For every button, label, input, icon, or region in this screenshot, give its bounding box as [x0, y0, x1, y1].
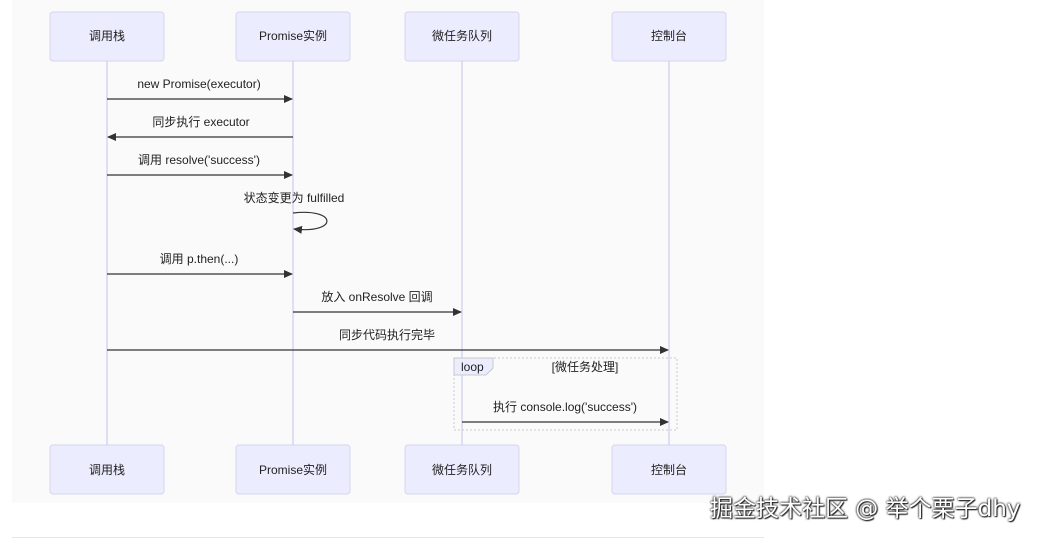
actor-label: 调用栈: [89, 28, 125, 43]
message-label: 调用 resolve('success'): [138, 153, 260, 167]
self-message-arrow: [292, 211, 328, 234]
loop-condition: [微任务处理]: [552, 359, 619, 374]
divider: [12, 537, 764, 538]
actor-callstack-top: 调用栈: [49, 11, 165, 62]
message-label: 状态变更为 fulfilled: [244, 190, 345, 205]
actor-label: 控制台: [651, 462, 687, 477]
message-label: 调用 p.then(...): [160, 252, 239, 266]
actor-label: 控制台: [651, 28, 687, 43]
message-label: 同步执行 executor: [152, 115, 249, 129]
actor-microqueue-bottom: 微任务队列: [404, 444, 520, 495]
message-label: new Promise(executor): [137, 77, 260, 91]
message-label: 放入 onResolve 回调: [321, 289, 432, 304]
actor-label: 调用栈: [89, 462, 125, 477]
loop-keyword: loop: [461, 360, 484, 374]
actor-callstack-bottom: 调用栈: [49, 444, 165, 495]
actor-label: Promise实例: [259, 462, 327, 477]
watermark: 掘金技术社区 @ 举个栗子dhy: [710, 496, 1021, 522]
actor-promise-top: Promise实例: [235, 11, 351, 62]
actor-label: 微任务队列: [432, 28, 492, 43]
actor-label: Promise实例: [259, 28, 327, 43]
actor-console-bottom: 控制台: [611, 444, 727, 495]
actor-promise-bottom: Promise实例: [235, 444, 351, 495]
loop-frame: loop [微任务处理]: [453, 357, 678, 431]
message-label: 同步代码执行完毕: [339, 327, 435, 342]
actor-microqueue-top: 微任务队列: [404, 11, 520, 62]
actor-console-top: 控制台: [611, 11, 727, 62]
message-label: 执行 console.log('success'): [493, 400, 637, 414]
actor-label: 微任务队列: [432, 462, 492, 477]
diagram-panel: [12, 0, 764, 503]
